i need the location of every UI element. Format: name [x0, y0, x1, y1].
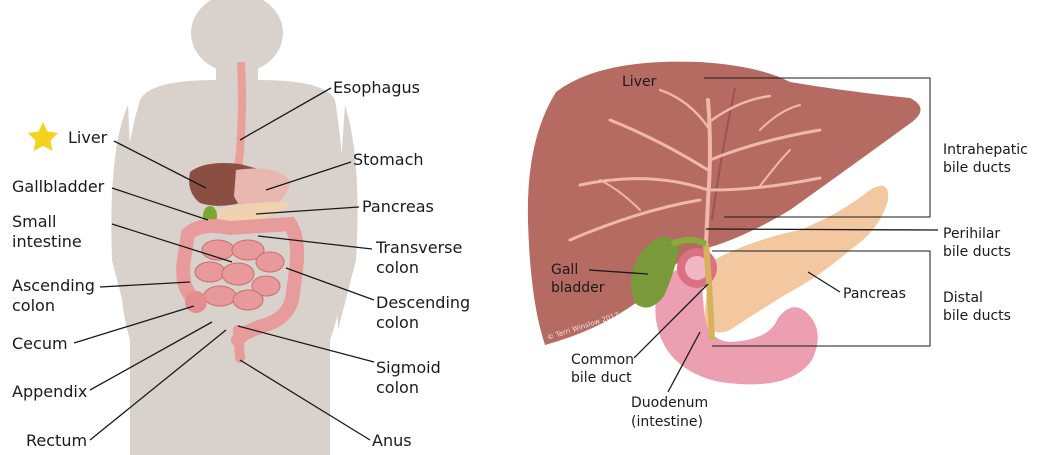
label-descending-colon-line2: colon [376, 313, 419, 332]
label-perihilar-line2: bile ducts [943, 244, 1011, 260]
digestive-system-panel: Esophagus Liver Stomach Gallbladder Panc… [12, 0, 470, 455]
label-appendix: Appendix [12, 382, 87, 401]
label-intrahepatic-line1: Intrahepatic [943, 142, 1028, 158]
label-small-intestine-line1: Small [12, 212, 56, 231]
label-pancreas-right: Pancreas [843, 286, 906, 302]
label-esophagus: Esophagus [333, 78, 420, 97]
label-distal-line2: bile ducts [943, 308, 1011, 324]
label-ascending-colon-line1: Ascending [12, 276, 95, 295]
star-icon [28, 122, 58, 151]
label-common-bile-duct-line1: Common [571, 352, 634, 368]
label-duodenum-line1: Duodenum [631, 395, 708, 411]
label-descending-colon-line1: Descending [376, 293, 470, 312]
label-common-bile-duct-line2: bile duct [571, 370, 632, 386]
label-stomach: Stomach [353, 150, 424, 169]
label-liver: Liver [68, 128, 108, 147]
label-cecum: Cecum [12, 334, 68, 353]
label-distal-line1: Distal [943, 290, 983, 306]
label-sigmoid-colon-line1: Sigmoid [376, 358, 441, 377]
label-duodenum-line2: (intestine) [631, 414, 703, 430]
cecum-shape [185, 291, 207, 313]
rectum-shape [238, 330, 240, 358]
label-small-intestine-line2: intestine [12, 232, 82, 251]
label-rectum: Rectum [26, 431, 87, 450]
liver-bile-duct-panel: © Terri Winslow 2017 Liver Intrahepatic … [528, 62, 1028, 430]
label-sigmoid-colon-line2: colon [376, 378, 419, 397]
label-perihilar-line1: Perihilar [943, 226, 1000, 242]
label-liver-right: Liver [622, 74, 657, 90]
label-transverse-colon-line1: Transverse [375, 238, 462, 257]
label-pancreas: Pancreas [362, 197, 434, 216]
label-anus: Anus [372, 431, 412, 450]
label-gall-bladder-line2: bladder [551, 280, 605, 296]
label-ascending-colon-line2: colon [12, 296, 55, 315]
label-gall-bladder-line1: Gall [551, 262, 578, 278]
esophagus-tube [238, 62, 242, 170]
label-intrahepatic-line2: bile ducts [943, 160, 1011, 176]
label-gallbladder: Gallbladder [12, 177, 105, 196]
label-transverse-colon-line2: colon [376, 258, 419, 277]
